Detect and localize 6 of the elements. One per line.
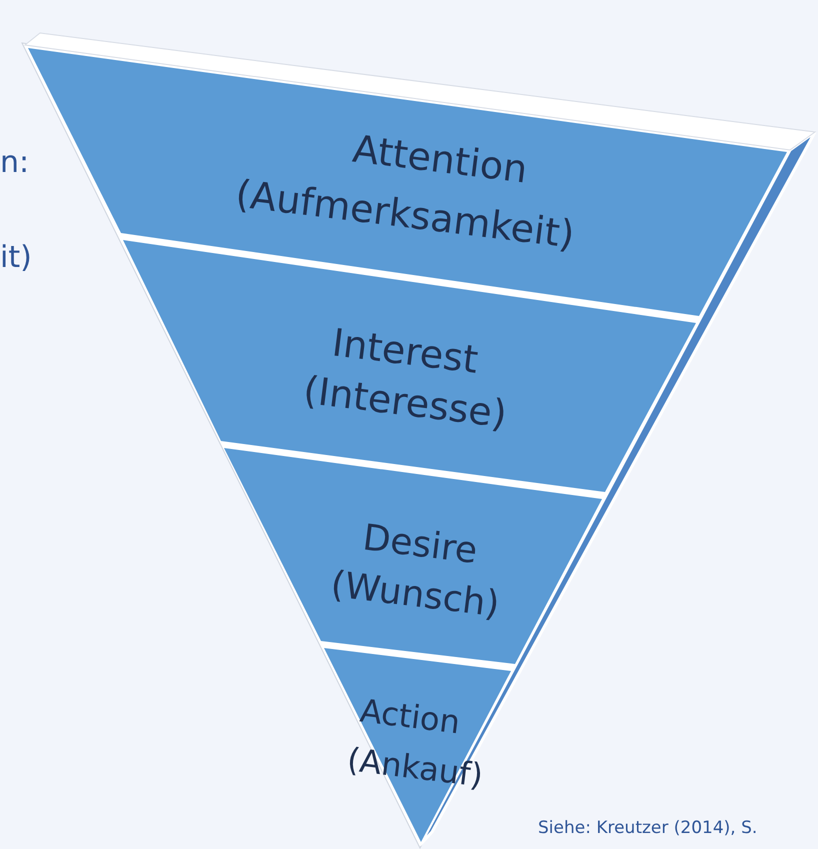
cut-off-text: it) [0, 240, 32, 275]
stage-title: Action [358, 693, 462, 741]
source-note: Siehe: Kreutzer (2014), S. [538, 818, 758, 838]
stage-translation: (Ankauf) [345, 742, 485, 794]
stage-title: Interest [330, 322, 480, 382]
cut-off-text: n: [0, 145, 30, 180]
